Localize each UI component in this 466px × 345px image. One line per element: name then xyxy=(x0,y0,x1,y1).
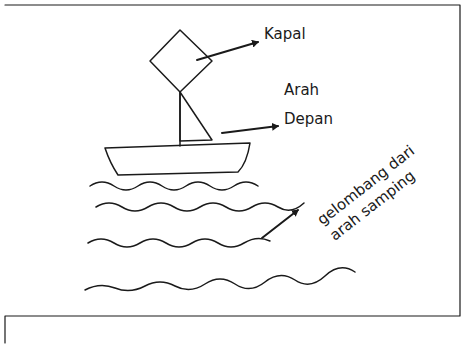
wave xyxy=(85,268,355,291)
leader-arrow xyxy=(222,126,278,133)
boat-hull xyxy=(105,143,250,175)
direction-label: Arah Depan xyxy=(284,76,346,133)
sail-top xyxy=(150,30,212,92)
frame xyxy=(5,5,460,343)
mast xyxy=(179,92,181,146)
leader-arrow xyxy=(262,210,298,238)
wave-label: gelombang dari arah samping xyxy=(313,135,439,246)
part-label: Kapal xyxy=(264,20,344,49)
sail-bottom xyxy=(180,92,212,141)
wave xyxy=(96,203,304,211)
wave xyxy=(88,238,270,247)
wave xyxy=(90,182,258,190)
leader-arrow xyxy=(197,42,258,60)
